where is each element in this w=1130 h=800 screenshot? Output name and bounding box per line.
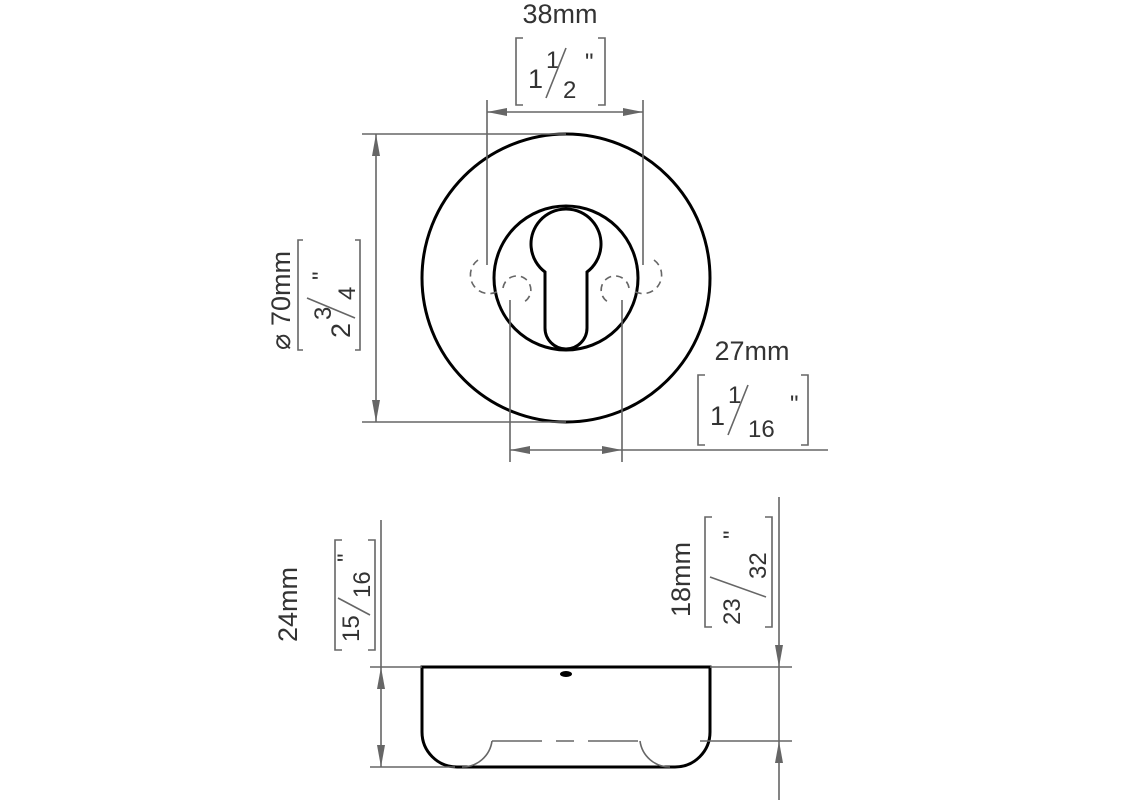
inner-boss-circle	[492, 204, 640, 352]
dim-18mm-inch-den: 32	[745, 552, 772, 579]
side-view	[420, 665, 712, 769]
dim-70mm-label: 70mm	[266, 251, 296, 326]
dim-24mm-inch-unit: "	[333, 553, 360, 562]
dimension-38mm: 38mm 1 1 2 "	[486, 0, 644, 265]
dim-38mm-label: 38mm	[522, 0, 597, 29]
dim-27mm-inch-num: 1	[728, 382, 741, 409]
dim-70mm-inch-whole: 2	[326, 323, 356, 338]
dim-27mm-inch-den: 16	[748, 416, 775, 443]
dim-38mm-inch-den: 2	[563, 77, 576, 104]
dim-38mm-inch-num: 1	[546, 47, 559, 74]
dim-38mm-inch-whole: 1	[528, 64, 543, 94]
dimension-diameter-70mm: ⌀ 70mm 2 3 4 "	[266, 133, 566, 423]
outer-rose-circle	[420, 132, 712, 424]
dim-24mm-inch-num: 15	[338, 615, 365, 642]
dim-24mm-label: 24mm	[273, 567, 303, 642]
dim-18mm-label: 18mm	[666, 542, 696, 617]
dim-24mm-inch-den: 16	[349, 571, 376, 598]
dimension-24mm: 24mm 15 16 "	[273, 520, 792, 768]
dim-70mm-inch-num: 3	[310, 307, 337, 320]
dim-18mm-inch-unit: "	[719, 530, 746, 539]
dim-70mm-inch-unit: "	[308, 271, 335, 280]
dim-38mm-inch-unit: "	[585, 49, 594, 76]
dim-27mm-label: 27mm	[714, 336, 789, 366]
set-screw-hole	[560, 671, 572, 677]
screw-hole-markers	[469, 259, 663, 303]
euro-cylinder-keyhole	[529, 207, 603, 351]
dimension-18mm: 18mm 23 32 "	[666, 497, 792, 800]
dim-27mm-inch-whole: 1	[710, 401, 725, 431]
rose-profile	[420, 665, 712, 769]
dim-27mm-inch-unit: "	[790, 391, 799, 418]
dim-70mm-inch-den: 4	[334, 287, 361, 300]
dimension-27mm: 27mm 1 1 16 "	[509, 300, 828, 462]
diameter-symbol: ⌀	[266, 334, 296, 350]
dim-18mm-inch-num: 23	[719, 598, 746, 625]
front-view	[420, 132, 712, 424]
